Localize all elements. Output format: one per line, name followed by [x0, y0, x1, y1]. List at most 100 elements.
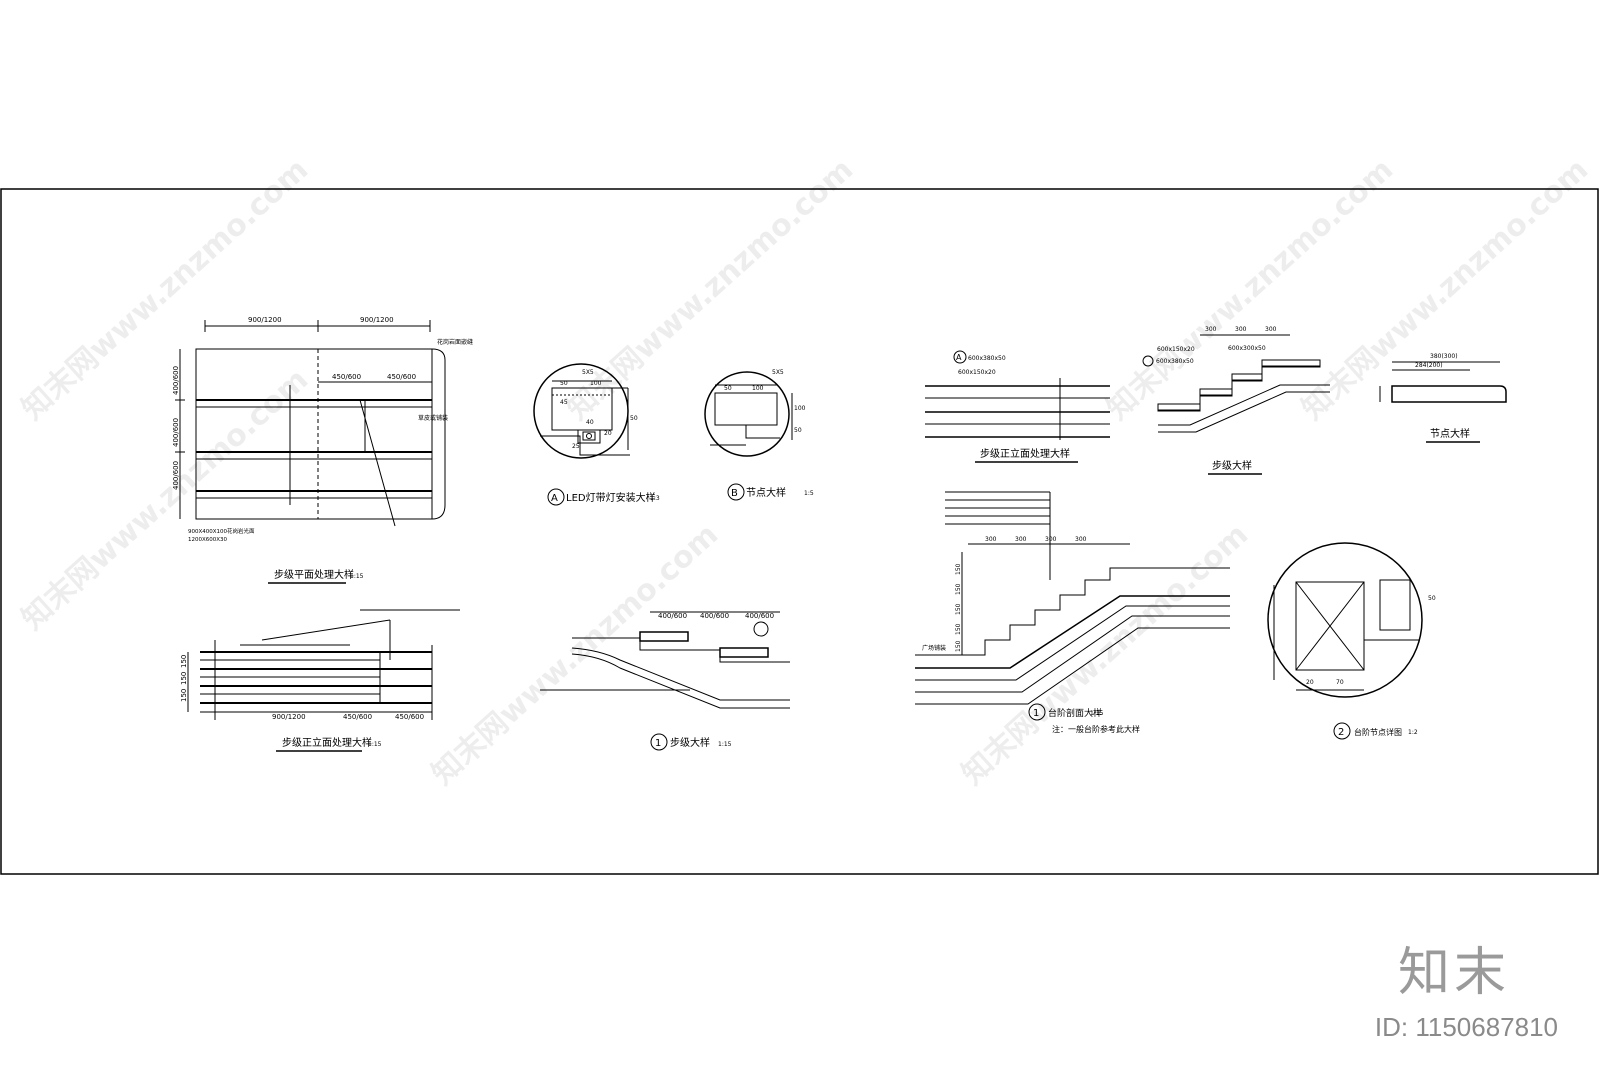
section-note: 注：一般台阶参考此大样 — [1052, 724, 1140, 734]
led-tag: A — [551, 493, 558, 504]
detail-title: 台阶节点详图 — [1354, 727, 1402, 737]
section-title: 台阶剖面大样 — [1048, 707, 1102, 719]
step1-scale: 1:15 — [718, 741, 732, 748]
front-note-1: 600x380x50 — [968, 355, 1006, 362]
detail-tag: 2 — [1338, 727, 1344, 738]
stair-section: 300 300 300 300 150 150 150 150 150 广场铺装… — [915, 491, 1230, 734]
brand-logo: 知末 — [1397, 943, 1510, 1003]
node2-title: 节点大样 — [1430, 427, 1470, 440]
elev-title: 步级正立面处理大样 — [282, 736, 372, 749]
detail-dim-2: 20 — [1306, 679, 1314, 686]
elev-dim-3: 450/600 — [395, 713, 424, 721]
section-rise-4: 150 — [955, 623, 962, 635]
section-rise-2: 150 — [955, 583, 962, 595]
plan-dim-side-3: 400/600 — [172, 461, 180, 490]
detail-dim-1: 50 — [1428, 595, 1436, 602]
node-dim-3: 5X5 — [772, 369, 784, 376]
plan-dim-top-1: 900/1200 — [248, 316, 282, 324]
node-detail: 50 100 5X5 100 50 B 节点大样 1:5 — [704, 369, 814, 501]
step-detail-2: 300 300 300 600x150x20 600x380x50 600x30… — [1142, 326, 1330, 475]
front-elevation: A 600x380x50 600x150x20 步级正立面处理大样 — [925, 350, 1110, 463]
step1-tag-circle — [650, 733, 668, 751]
detail-tag-circle — [1333, 722, 1351, 740]
section-dim-4: 300 — [1075, 536, 1087, 543]
step2-note-3: 600x300x50 — [1228, 345, 1266, 352]
led-dim-5: 40 — [586, 419, 594, 426]
step2-note-1: 600x150x20 — [1157, 346, 1195, 353]
section-rise-5: 150 — [955, 640, 962, 652]
step2-title: 步级大样 — [1212, 459, 1252, 472]
front-title: 步级正立面处理大样 — [980, 447, 1070, 460]
step2-dim-3: 300 — [1265, 326, 1277, 333]
step2-dim-2: 300 — [1235, 326, 1247, 333]
node-dim-4: 100 — [794, 405, 806, 412]
elev-dim-side-1: 150 — [180, 655, 188, 668]
plan-detail: 900/1200 900/1200 400/600 400/600 400/60… — [172, 316, 473, 584]
step1-title: 步级大样 — [670, 736, 710, 749]
plan-dim-top-2: 900/1200 — [360, 316, 394, 324]
node-tag-circle — [727, 483, 745, 501]
front-note-2: 600x150x20 — [958, 369, 996, 376]
plan-dim-mid-1: 450/600 — [332, 373, 361, 381]
led-detail: 50 100 5X5 45 40 20 25 50 A LED灯带灯安装大样 1… — [533, 363, 660, 506]
plan-dim-side-2: 400/600 — [172, 418, 180, 447]
section-dim-3: 300 — [1045, 536, 1057, 543]
section-scale: 1:15 — [1090, 710, 1104, 717]
front-tag: A — [956, 353, 962, 362]
section-tag-circle — [1028, 703, 1046, 721]
led-scale: 1:3 — [650, 495, 660, 502]
section-label: 广场铺装 — [922, 644, 946, 652]
drawing-frame — [0, 188, 1599, 875]
step1-tag: 1 — [655, 738, 661, 749]
led-dim-1: 50 — [560, 380, 568, 387]
node-tag: B — [731, 488, 738, 499]
led-title: LED灯带灯安装大样 — [566, 491, 656, 504]
led-dim-3: 5X5 — [582, 369, 594, 376]
step2-note-2: 600x380x50 — [1156, 358, 1194, 365]
node-title: 节点大样 — [746, 486, 786, 499]
detail-dim-3: 70 — [1336, 679, 1344, 686]
image-id: ID: 1150687810 — [1374, 1012, 1558, 1042]
step2-dim-1: 300 — [1205, 326, 1217, 333]
section-dim-2: 300 — [1015, 536, 1027, 543]
section-rise-1: 150 — [955, 563, 962, 575]
plan-note-4: 1200X600X30 — [188, 537, 228, 543]
node-detail-2: 380(300) 284(200) 节点大样 — [1379, 353, 1507, 443]
front-tag-circle — [953, 350, 967, 364]
plan-dim-side-1: 400/600 — [172, 366, 180, 395]
node-scale: 1:5 — [804, 490, 814, 497]
led-tag-circle — [547, 488, 565, 506]
plan-dim-mid-2: 450/600 — [387, 373, 416, 381]
plan-note-3: 900X400X100花岗岩光面 — [188, 527, 255, 535]
detail-scale: 1:2 — [1408, 729, 1418, 736]
plan-note-2: 草皮或铺装 — [418, 414, 448, 422]
node-dim-2: 100 — [752, 385, 764, 392]
node2-dim-2: 284(200) — [1415, 362, 1443, 369]
elev-dim-side-3: 150 — [180, 689, 188, 702]
step-section-1: 400/600 400/600 400/600 1 步级大样 1:15 — [540, 611, 790, 751]
step1-dim-1: 400/600 — [658, 612, 687, 620]
section-tag: 1 — [1033, 708, 1039, 719]
led-dim-6: 20 — [604, 430, 612, 437]
step1-dim-3: 400/600 — [745, 612, 774, 620]
section-rise-3: 150 — [955, 603, 962, 615]
led-dim-4: 45 — [560, 399, 568, 406]
plan-scale: 1:15 — [350, 573, 364, 580]
node-dim-5: 50 — [794, 427, 802, 434]
elevation-detail: 900/1200 450/600 450/600 150 150 150 步级正… — [180, 609, 460, 752]
plan-note-1: 花岗岩面嵌缝 — [437, 338, 473, 346]
elev-dim-2: 450/600 — [343, 713, 372, 721]
led-dim-7: 25 — [572, 443, 580, 450]
elev-dim-side-2: 150 — [180, 672, 188, 685]
plan-title: 步级平面处理大样 — [274, 568, 354, 581]
node2-dim-1: 380(300) — [1430, 353, 1458, 360]
round-detail: 50 20 70 2 台阶节点详图 1:2 — [1267, 542, 1436, 740]
section-dim-1: 300 — [985, 536, 997, 543]
led-dim-2: 100 — [590, 380, 602, 387]
elev-dim-1: 900/1200 — [272, 713, 306, 721]
led-dim-8: 50 — [630, 415, 638, 422]
elev-scale: 1:15 — [368, 741, 382, 748]
step1-dim-2: 400/600 — [700, 612, 729, 620]
